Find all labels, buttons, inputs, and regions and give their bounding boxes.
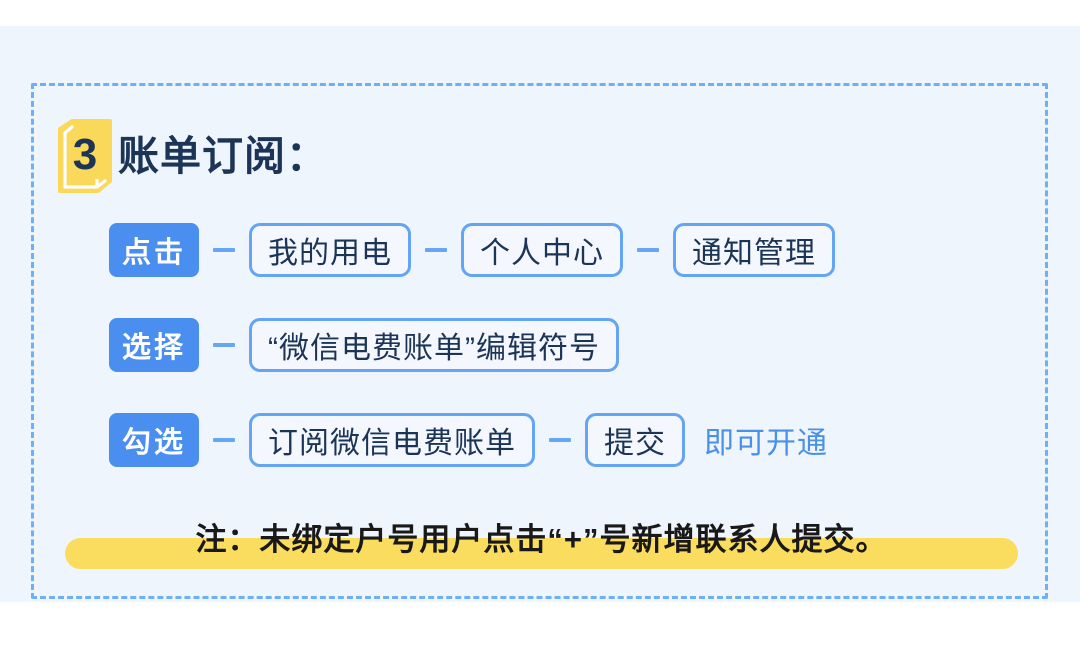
step-action-tag-3[interactable]: 勾选 [109, 413, 200, 467]
step-chip-my-electricity[interactable]: 我的用电 [249, 223, 412, 277]
page-title: 账单订阅： [118, 132, 328, 179]
note-text: 注：未绑定户号用户点击“+”号新增联系人提交。 [195, 522, 888, 557]
step-row-1: 点击 我的用电 个人中心 通知管理 [109, 222, 836, 278]
step-action-tag-2[interactable]: 选择 [109, 318, 200, 372]
step-chip-wechat-bill-edit[interactable]: “微信电费账单”编辑符号 [249, 318, 619, 372]
footer-note: 注：未绑定户号用户点击“+”号新增联系人提交。 [65, 517, 1018, 569]
connector-dash [213, 343, 236, 347]
step-number-text: 3 [73, 130, 97, 179]
step-chip-subscribe-wechat-bill[interactable]: 订阅微信电费账单 [249, 413, 536, 467]
content-panel: 3 账单订阅： 点击 我的用电 个人中心 通知管理 选择 “微信电费账单”编辑符… [0, 26, 1080, 602]
steps-list: 点击 我的用电 个人中心 通知管理 选择 “微信电费账单”编辑符号 勾选 订阅微… [109, 222, 836, 468]
dashed-frame-border [31, 83, 1048, 599]
step-chip-submit[interactable]: 提交 [585, 413, 686, 467]
step-row-3: 勾选 订阅微信电费账单 提交 即可开通 [109, 412, 835, 468]
step-action-tag-1[interactable]: 点击 [109, 223, 200, 277]
connector-dash [637, 248, 660, 252]
step-number-badge: 3 [52, 119, 114, 193]
connector-dash [425, 248, 448, 252]
step-row-2: 选择 “微信电费账单”编辑符号 [109, 317, 835, 373]
step-chip-personal-center[interactable]: 个人中心 [461, 223, 624, 277]
connector-dash [549, 438, 572, 442]
connector-dash [213, 248, 236, 252]
step-trailing-note: 即可开通 [704, 427, 829, 460]
book-badge-icon: 3 [58, 119, 112, 193]
section-header: 3 账单订阅： [52, 118, 328, 194]
step-chip-notification-management[interactable]: 通知管理 [673, 223, 836, 277]
connector-dash [213, 438, 236, 442]
note-highlight-bar [65, 538, 1018, 569]
